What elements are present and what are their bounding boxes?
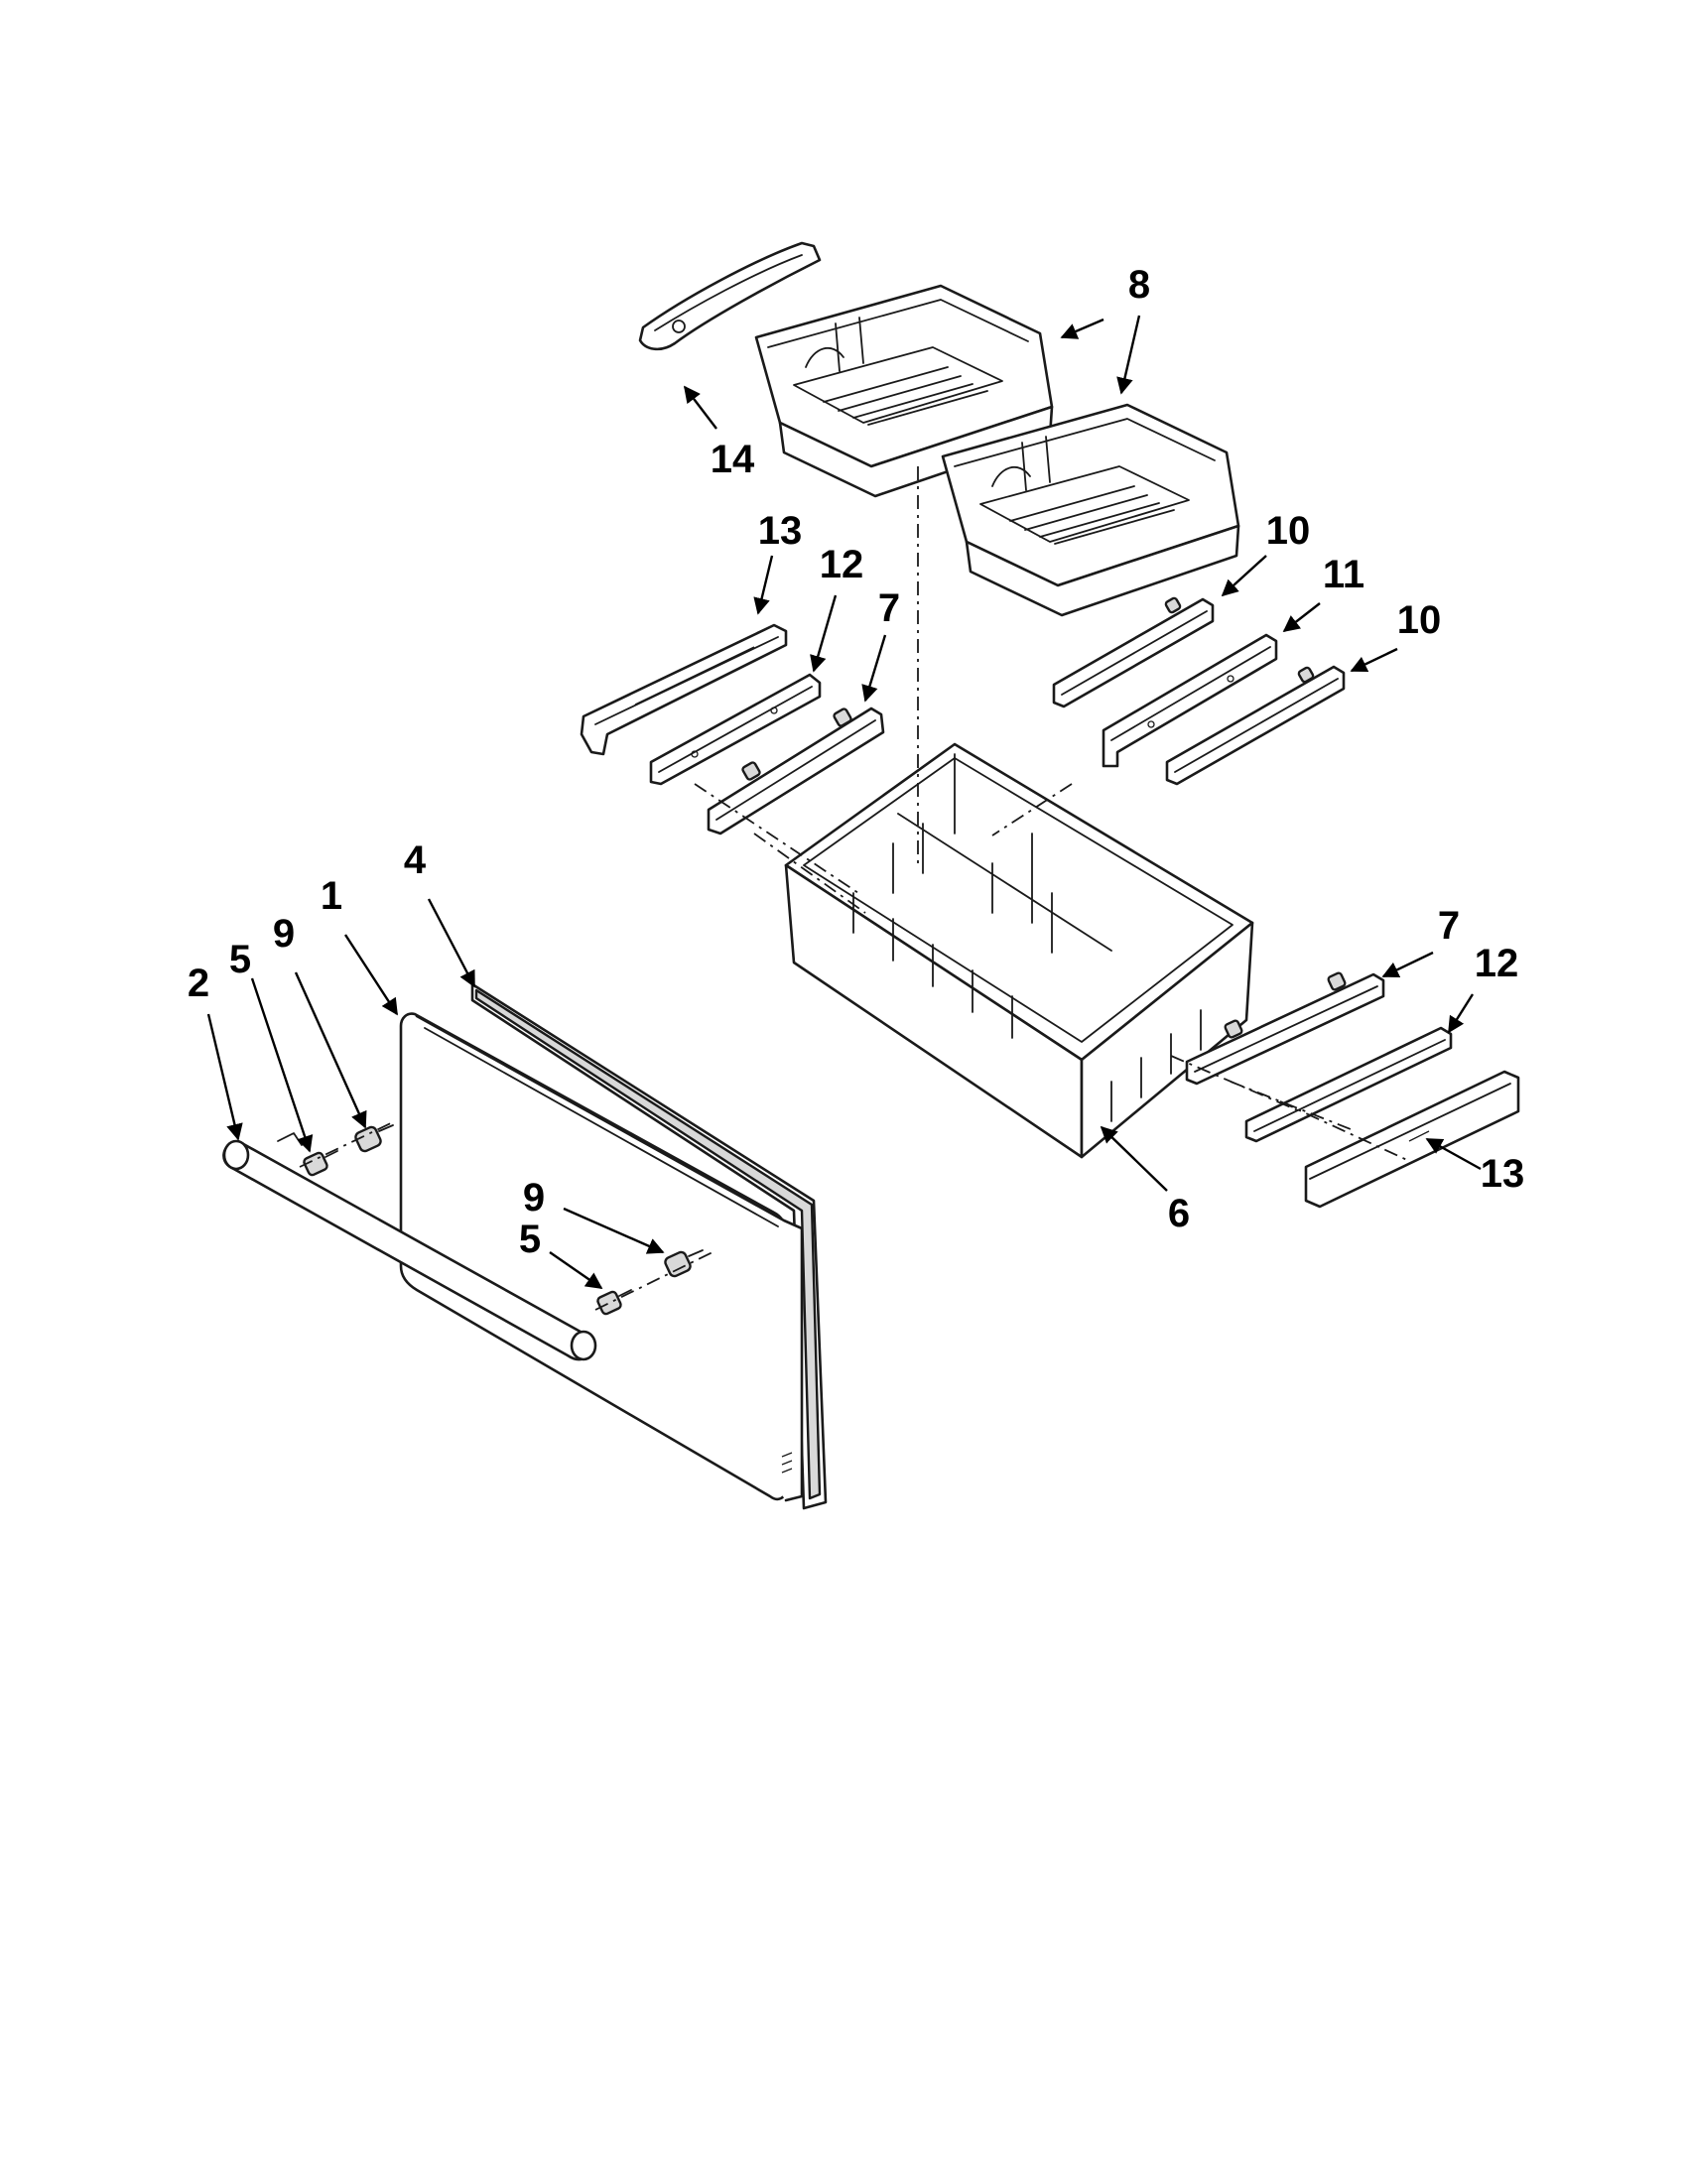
callout-8: 8 — [1128, 263, 1150, 307]
callout-10: 10 — [1397, 598, 1442, 642]
part-13-rail-cover-lower-right — [1304, 1070, 1520, 1209]
callout-1: 1 — [321, 874, 342, 918]
part-9-standoff-upper — [354, 1124, 394, 1153]
part-14-crisper-cover-strip — [638, 241, 822, 351]
callout-leaders — [206, 315, 1482, 1289]
callout-9: 9 — [273, 912, 295, 956]
part-4-door-gasket — [470, 982, 828, 1510]
part-5-handle-screw-lower — [596, 1289, 632, 1316]
callout-labels: 8 14 13 12 7 10 11 10 4 1 9 5 2 9 5 7 12… — [188, 263, 1524, 1261]
part-8-bin-lower — [941, 403, 1240, 617]
part-1-freezer-door — [399, 1012, 804, 1502]
part-11-rail-right — [1102, 633, 1278, 768]
part-10-slide-right-upper — [1052, 596, 1215, 708]
callout-12: 12 — [1475, 942, 1519, 985]
callout-6: 6 — [1168, 1192, 1190, 1235]
callout-7: 7 — [878, 586, 900, 630]
part-6-freezer-basket — [784, 742, 1254, 1159]
part-9-standoff-lower — [664, 1249, 704, 1278]
callout-4: 4 — [404, 838, 427, 882]
callout-5: 5 — [229, 938, 251, 981]
callout-9: 9 — [523, 1176, 545, 1220]
part-10-slide-right-lower — [1165, 665, 1346, 786]
callout-5: 5 — [519, 1218, 541, 1261]
part-12-rail-lower-right — [1244, 1026, 1453, 1143]
part-7-slide-lower-right — [1185, 971, 1385, 1086]
part-7-slide-left — [707, 707, 885, 835]
callout-12: 12 — [820, 543, 864, 586]
callout-14: 14 — [711, 438, 755, 481]
assembly-center-lines — [299, 466, 1410, 1311]
part-12-rail-left — [649, 673, 822, 786]
callout-10: 10 — [1266, 509, 1311, 553]
part-13-rail-cover-left — [580, 623, 788, 756]
callout-13: 13 — [1481, 1152, 1525, 1196]
callout-2: 2 — [188, 962, 209, 1005]
callout-13: 13 — [758, 509, 803, 553]
part-5-handle-screw-upper — [303, 1150, 338, 1177]
callout-11: 11 — [1323, 553, 1364, 596]
part-8-bin-upper — [754, 284, 1054, 498]
callout-7: 7 — [1438, 904, 1460, 948]
